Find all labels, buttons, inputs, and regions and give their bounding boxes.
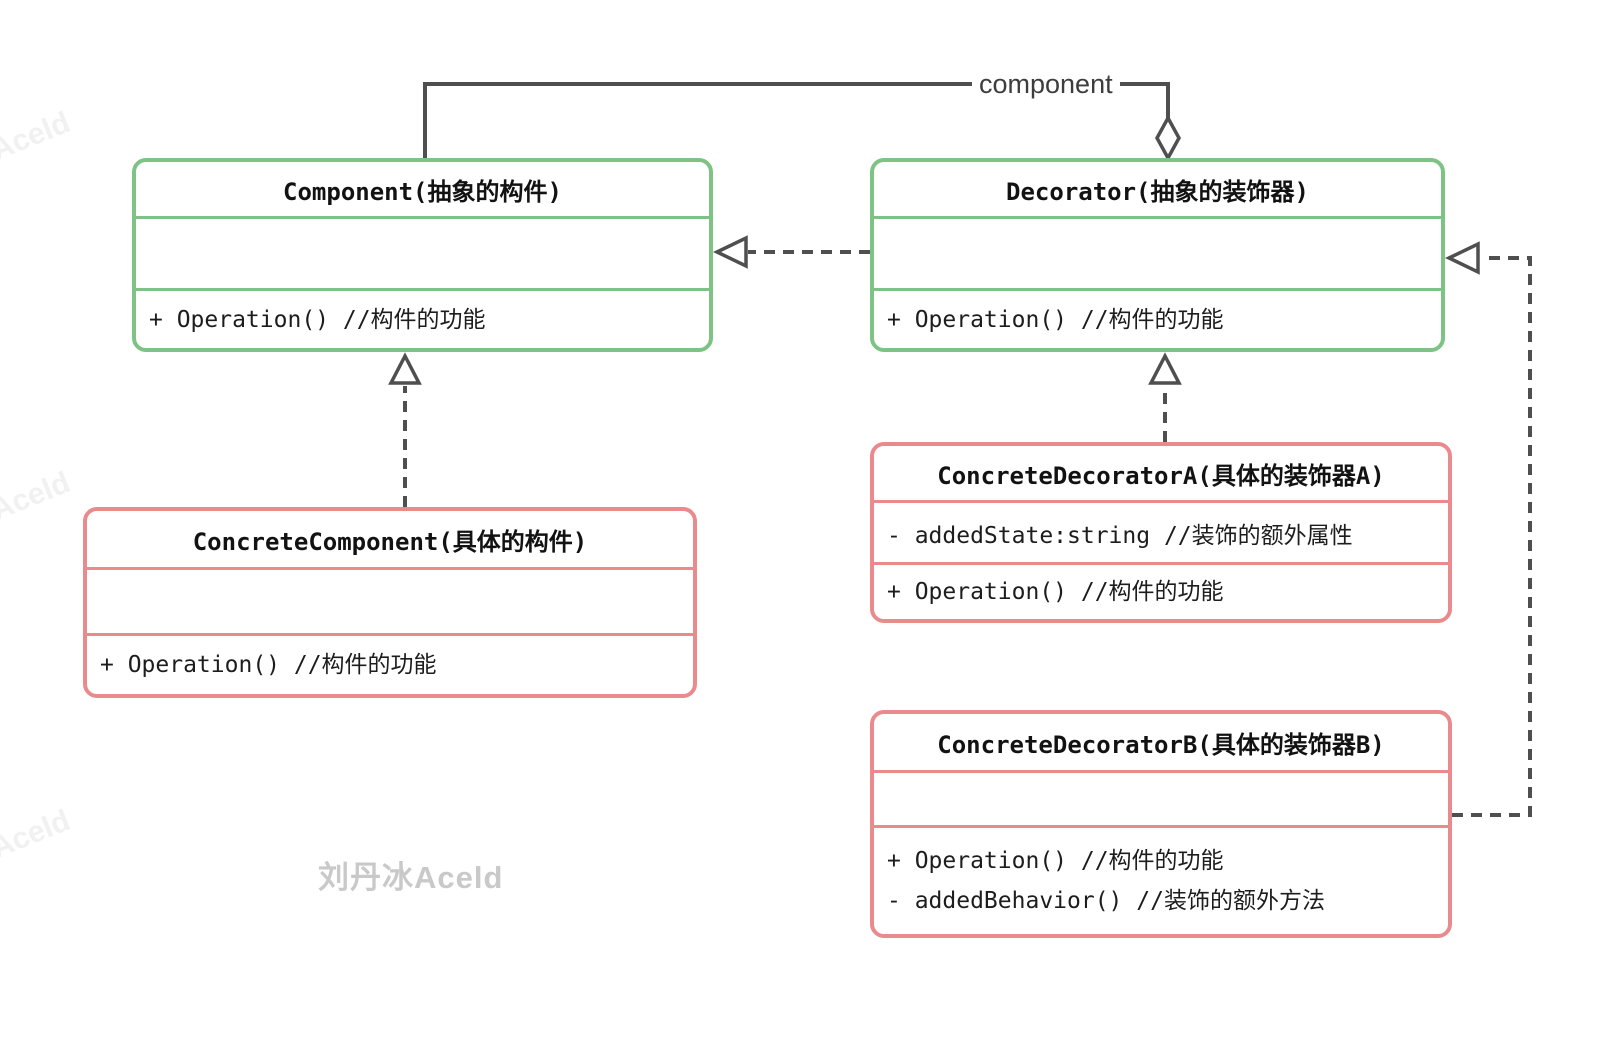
faint-watermark: Aceld	[0, 803, 75, 866]
realization-line-concretedecoratorb	[1452, 256, 1532, 817]
method-row: + Operation() //构件的功能	[149, 306, 486, 333]
methods-section: + Operation() //构件的功能	[874, 565, 1448, 619]
realization-arrowhead-icon	[1444, 241, 1480, 275]
aggregation-role-label: component	[972, 64, 1120, 104]
methods-section: + Operation() //构件的功能	[87, 636, 693, 694]
attributes-section	[874, 773, 1448, 828]
class-box-decorator: Decorator(抽象的装饰器) + Operation() //构件的功能	[870, 158, 1445, 352]
realization-arrowhead-icon	[388, 352, 422, 385]
faint-watermark: Aceld	[0, 465, 75, 528]
methods-section: + Operation() //构件的功能	[874, 291, 1441, 348]
method-row: + Operation() //构件的功能	[887, 306, 1224, 333]
class-box-concrete-component: ConcreteComponent(具体的构件) + Operation() /…	[83, 507, 697, 698]
class-title: Decorator(抽象的装饰器)	[874, 162, 1441, 219]
method-row: + Operation() //构件的功能	[887, 579, 1224, 605]
aggregation-diamond-icon	[1155, 114, 1181, 162]
class-box-component: Component(抽象的构件) + Operation() //构件的功能	[132, 158, 713, 352]
faint-watermark: Aceld	[0, 105, 75, 168]
method-row: + Operation() //构件的功能	[100, 652, 437, 678]
attribute-row: - addedState:string //装饰的额外属性	[887, 522, 1353, 549]
class-box-concrete-decorator-b: ConcreteDecoratorB(具体的装饰器B) + Operation(…	[870, 710, 1452, 938]
class-title: Component(抽象的构件)	[136, 162, 709, 219]
class-title: ConcreteDecoratorB(具体的装饰器B)	[874, 714, 1448, 773]
class-title: ConcreteDecoratorA(具体的装饰器A)	[874, 446, 1448, 503]
attributes-section	[874, 219, 1441, 291]
class-box-concrete-decorator-a: ConcreteDecoratorA(具体的装饰器A) - addedState…	[870, 442, 1452, 623]
class-title: ConcreteComponent(具体的构件)	[87, 511, 693, 570]
attributes-section: - addedState:string //装饰的额外属性	[874, 503, 1448, 565]
methods-section: + Operation() //构件的功能	[136, 291, 709, 348]
realization-arrowhead-icon	[1148, 352, 1182, 385]
method-row: + Operation() //构件的功能	[887, 848, 1224, 874]
attributes-section	[136, 219, 709, 291]
methods-section: + Operation() //构件的功能 - addedBehavior() …	[874, 828, 1448, 934]
method-row: - addedBehavior() //装饰的额外方法	[887, 888, 1325, 914]
realization-arrowhead-icon	[712, 235, 748, 269]
author-watermark: 刘丹冰Aceld	[318, 860, 504, 895]
attributes-section	[87, 570, 693, 636]
